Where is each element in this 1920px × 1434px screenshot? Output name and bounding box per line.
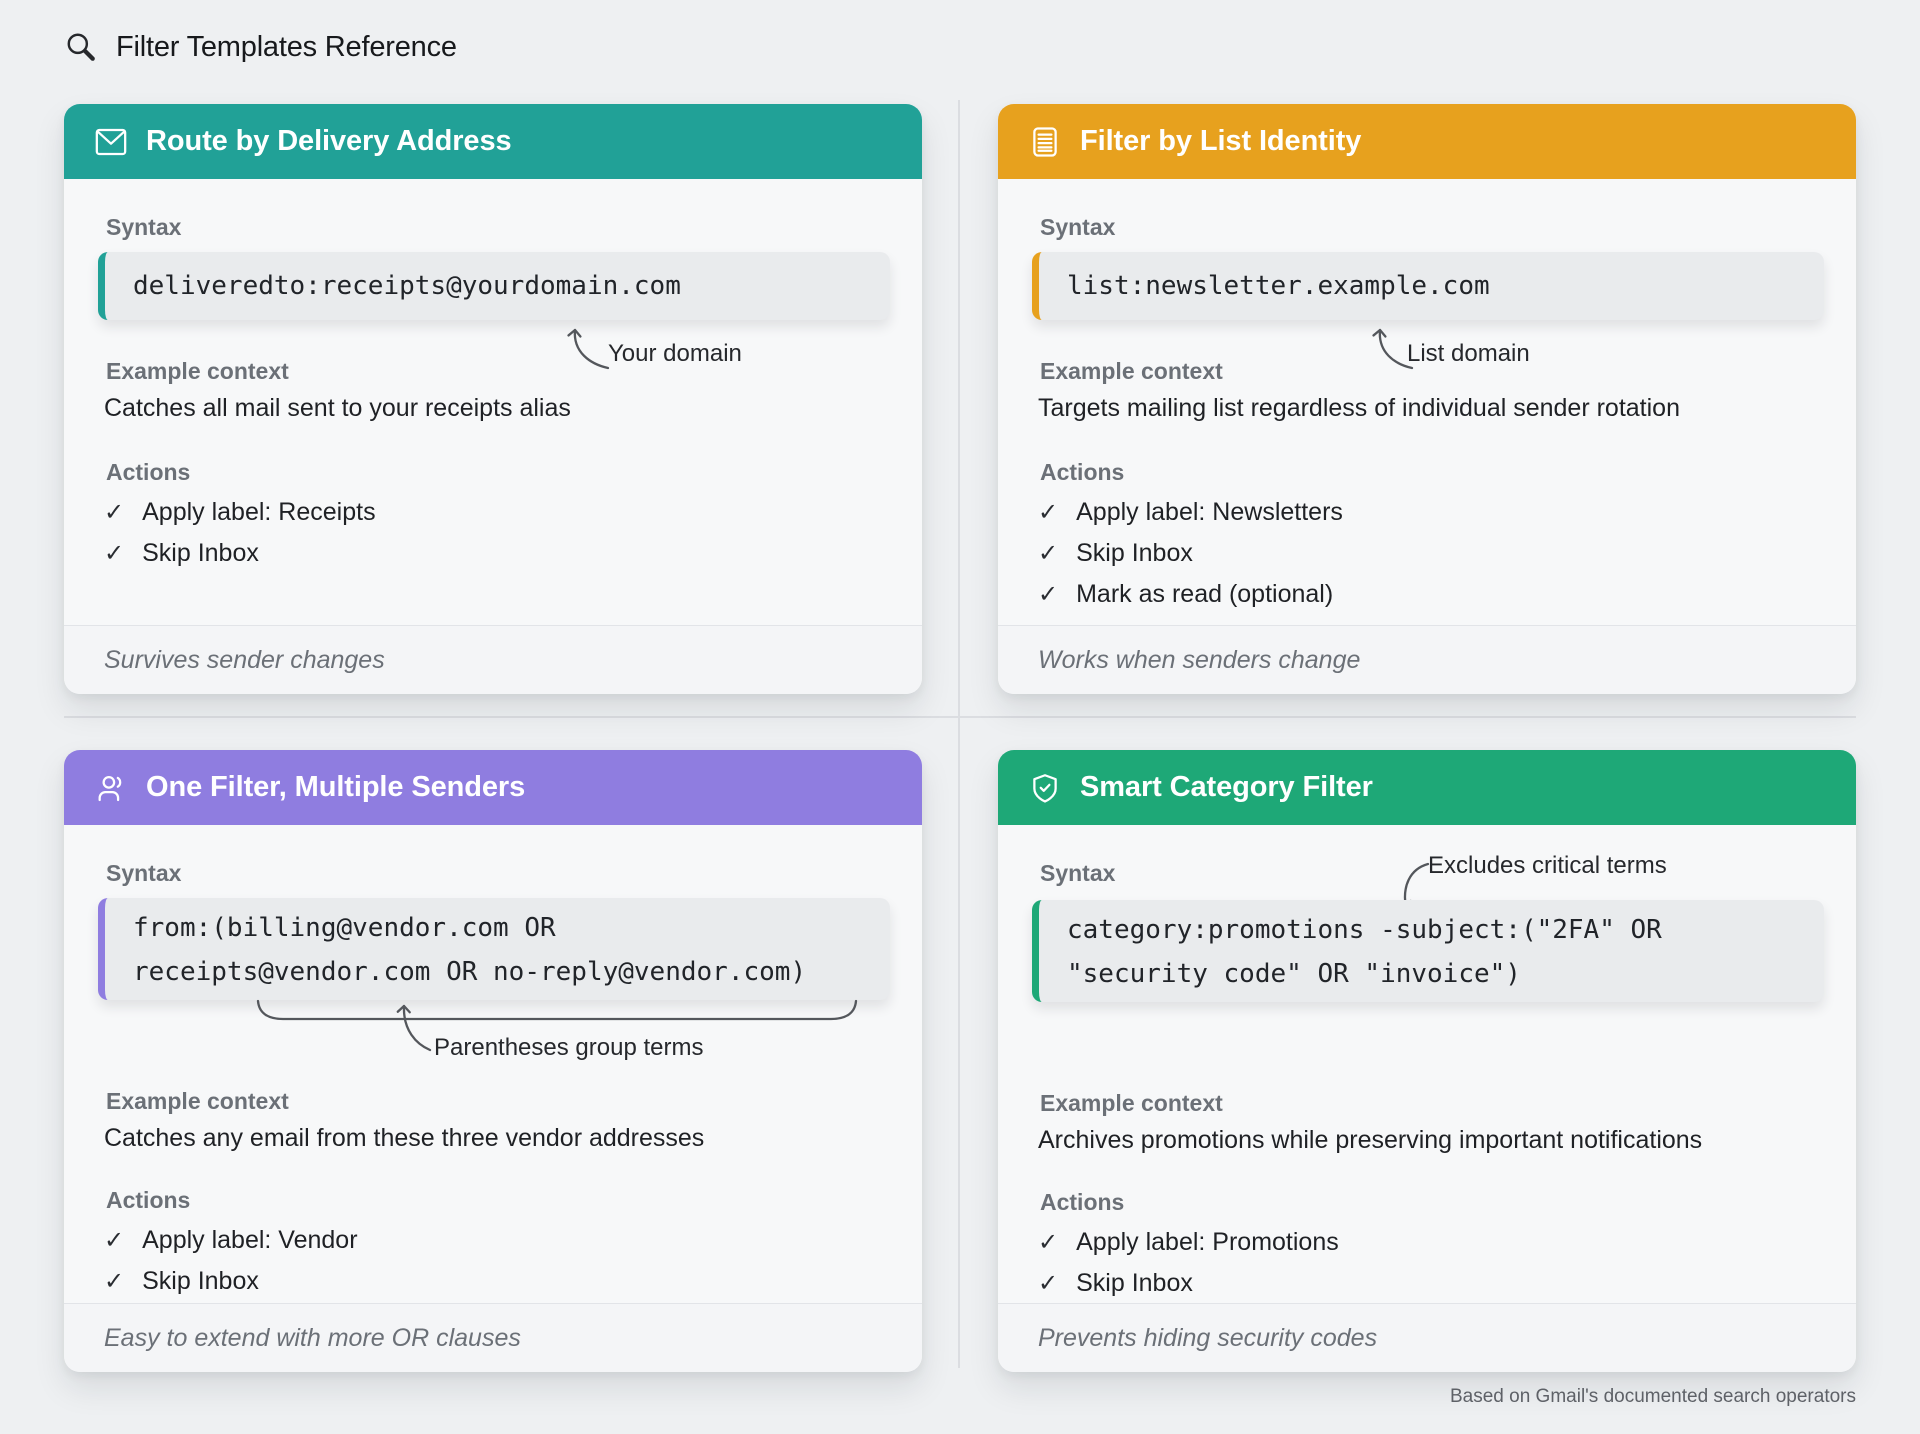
- syntax-label: Syntax: [106, 214, 182, 240]
- syntax-label: Syntax: [106, 860, 182, 886]
- check-icon: ✓: [104, 1226, 125, 1254]
- card-title: Filter by List Identity: [1080, 125, 1362, 157]
- action-item: ✓ Apply label: Promotions: [1038, 1228, 1339, 1257]
- action-text: Apply label: Promotions: [1076, 1228, 1339, 1256]
- footer-text: Survives sender changes: [104, 645, 385, 674]
- action-item: ✓ Apply label: Vendor: [104, 1226, 358, 1255]
- action-item: ✓ Skip Inbox: [1038, 1269, 1193, 1298]
- code-line: deliveredto:receipts@yourdomain.com: [133, 271, 681, 301]
- context-text: Targets mailing list regardless of indiv…: [1038, 394, 1680, 422]
- example-context-label: Example context: [106, 358, 289, 384]
- annotation-your-domain: Your domain: [608, 340, 742, 367]
- action-item: ✓ Skip Inbox: [104, 1267, 259, 1296]
- context-text: Catches any email from these three vendo…: [104, 1124, 705, 1152]
- action-item: ✓ Mark as read (optional): [1038, 580, 1333, 609]
- check-icon: ✓: [1038, 580, 1059, 608]
- page-title: Filter Templates Reference: [116, 30, 457, 63]
- annotation-parentheses-group-terms: Parentheses group terms: [434, 1034, 704, 1061]
- card-footer: Survives sender changes: [64, 625, 922, 694]
- column-divider: [958, 100, 960, 1368]
- annotation-arrow: [396, 1004, 432, 1052]
- actions-label: Actions: [1040, 1189, 1125, 1215]
- code-line: "security code" OR "invoice"): [1067, 959, 1521, 989]
- syntax-label: Syntax: [1040, 214, 1116, 240]
- card-one-filter-multiple-senders: One Filter, Multiple Senders Syntax from…: [64, 750, 922, 1372]
- card-footer: Prevents hiding security codes: [998, 1303, 1856, 1372]
- action-text: Apply label: Receipts: [142, 498, 376, 526]
- card-header: Route by Delivery Address: [64, 104, 922, 179]
- action-item: ✓ Apply label: Receipts: [104, 498, 376, 527]
- users-icon: [94, 771, 128, 805]
- row-divider: [64, 716, 1856, 718]
- action-text: Skip Inbox: [142, 539, 259, 567]
- annotation-list-domain: List domain: [1407, 340, 1530, 367]
- annotation-excludes-critical-terms: Excludes critical terms: [1428, 852, 1667, 879]
- code-line: receipts@vendor.com OR no-reply@vendor.c…: [133, 957, 807, 987]
- code-line: category:promotions -subject:("2FA" OR: [1067, 915, 1662, 945]
- check-icon: ✓: [1038, 539, 1059, 567]
- card-header: Smart Category Filter: [998, 750, 1856, 825]
- action-text: Skip Inbox: [142, 1267, 259, 1295]
- annotation-arrow: [1372, 328, 1414, 370]
- action-text: Apply label: Newsletters: [1076, 498, 1343, 526]
- syntax-code-block: category:promotions -subject:("2FA" OR "…: [1032, 900, 1824, 1002]
- card-title: Smart Category Filter: [1080, 771, 1373, 803]
- syntax-label: Syntax: [1040, 860, 1116, 886]
- context-text: Catches all mail sent to your receipts a…: [104, 394, 571, 422]
- action-item: ✓ Apply label: Newsletters: [1038, 498, 1343, 527]
- actions-label: Actions: [106, 459, 191, 485]
- card-title: One Filter, Multiple Senders: [146, 771, 526, 803]
- list-icon: [1028, 125, 1062, 159]
- card-header: Filter by List Identity: [998, 104, 1856, 179]
- card-header: One Filter, Multiple Senders: [64, 750, 922, 825]
- action-text: Mark as read (optional): [1076, 580, 1334, 608]
- envelope-icon: [94, 125, 128, 159]
- syntax-code-block: deliveredto:receipts@yourdomain.com: [98, 252, 890, 320]
- syntax-code-block: list:newsletter.example.com: [1032, 252, 1824, 320]
- syntax-code-block: from:(billing@vendor.com OR receipts@ven…: [98, 898, 890, 1000]
- actions-label: Actions: [106, 1187, 191, 1213]
- actions-label: Actions: [1040, 459, 1125, 485]
- card-title: Route by Delivery Address: [146, 125, 512, 157]
- example-context-label: Example context: [1040, 358, 1223, 384]
- action-text: Apply label: Vendor: [142, 1226, 358, 1254]
- footer-text: Easy to extend with more OR clauses: [104, 1323, 521, 1352]
- check-icon: ✓: [1038, 498, 1059, 526]
- check-icon: ✓: [1038, 1269, 1059, 1297]
- card-footer: Works when senders change: [998, 625, 1856, 694]
- card-filter-by-list-identity: Filter by List Identity Syntax list:news…: [998, 104, 1856, 694]
- action-item: ✓ Skip Inbox: [1038, 539, 1193, 568]
- card-route-by-delivery-address: Route by Delivery Address Syntax deliver…: [64, 104, 922, 694]
- action-text: Skip Inbox: [1076, 539, 1193, 567]
- action-text: Skip Inbox: [1076, 1269, 1193, 1297]
- attribution-text: Based on Gmail's documented search opera…: [1449, 1386, 1856, 1407]
- context-text: Archives promotions while preserving imp…: [1038, 1126, 1703, 1154]
- footer-text: Works when senders change: [1038, 645, 1361, 674]
- grouping-bracket: [256, 999, 858, 1021]
- page-header: Filter Templates Reference: [64, 30, 457, 64]
- shield-check-icon: [1028, 771, 1062, 805]
- code-line: list:newsletter.example.com: [1067, 271, 1490, 301]
- example-context-label: Example context: [1040, 1090, 1223, 1116]
- example-context-label: Example context: [106, 1088, 289, 1114]
- check-icon: ✓: [104, 539, 125, 567]
- annotation-arrow: [567, 328, 610, 370]
- search-icon: [67, 33, 95, 61]
- action-item: ✓ Skip Inbox: [104, 539, 259, 568]
- footer-text: Prevents hiding security codes: [1038, 1323, 1378, 1352]
- card-footer: Easy to extend with more OR clauses: [64, 1303, 922, 1372]
- code-line: from:(billing@vendor.com OR: [133, 913, 556, 943]
- check-icon: ✓: [1038, 1228, 1059, 1256]
- check-icon: ✓: [104, 498, 125, 526]
- check-icon: ✓: [104, 1267, 125, 1295]
- card-smart-category-filter: Smart Category Filter Syntax Excludes cr…: [998, 750, 1856, 1372]
